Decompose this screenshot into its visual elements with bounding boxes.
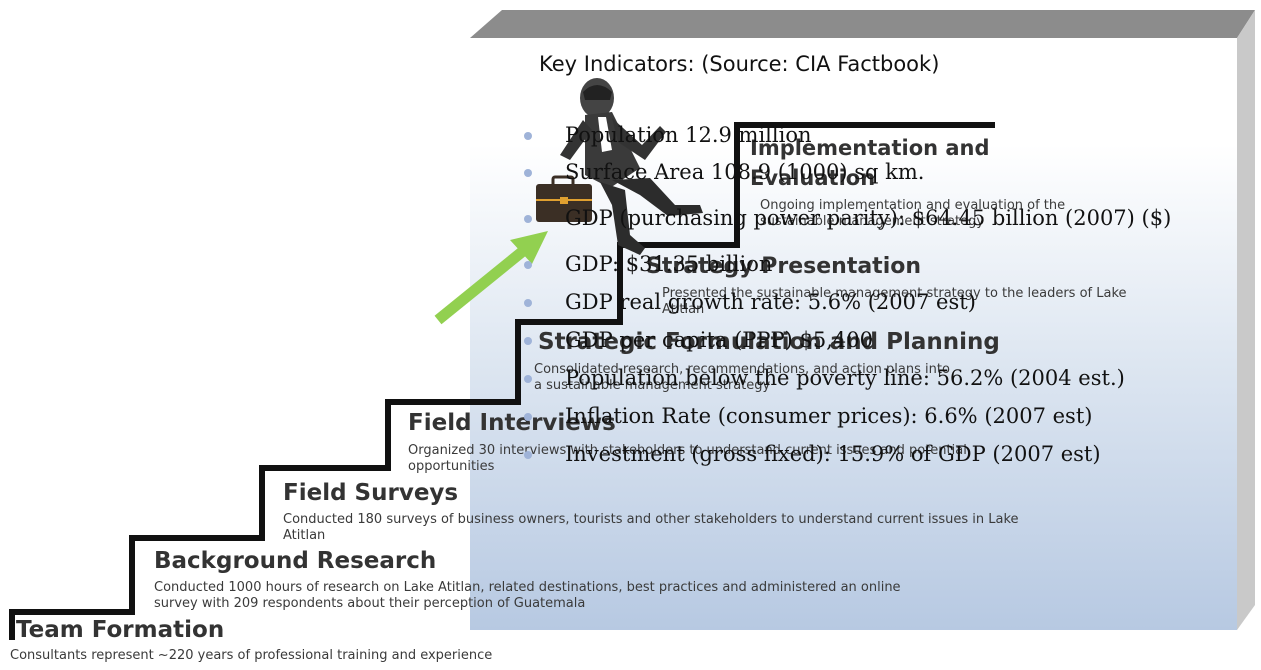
step-title-strategy-presentation: Strategy Presentation xyxy=(646,254,922,279)
bullet-icon xyxy=(524,375,532,383)
step-title-field-interviews: Field Interviews xyxy=(408,410,616,436)
step-desc-strategic-formulation: Consolidated research, recommendations, … xyxy=(534,362,950,393)
step-title-field-surveys: Field Surveys xyxy=(283,480,459,506)
indicator-item: Population below the poverty line: 56.2%… xyxy=(520,361,1235,395)
step-desc-implementation: Ongoing implementation and evaluation of… xyxy=(760,198,1066,229)
indicator-item: GDP real growth rate: 5.6% (2007 est) xyxy=(520,285,1235,319)
bullet-icon xyxy=(524,299,532,307)
indicator-item: GDP: $31.35 billion xyxy=(520,247,1235,281)
step-desc-team-formation: Consultants represent ~220 years of prof… xyxy=(10,648,493,663)
step-title-strategic-formulation: Strategic Formulation and Planning xyxy=(538,329,1000,355)
bullet-icon xyxy=(524,215,532,223)
indicator-item: Investment (gross fixed): 15.9% of GDP (… xyxy=(520,437,1235,471)
step-title-team-formation: Team Formation xyxy=(16,617,225,643)
step-desc-strategy-presentation: Presented the sustainable management str… xyxy=(662,286,1127,317)
indicator-item: Inflation Rate (consumer prices): 6.6% (… xyxy=(520,399,1235,433)
briefcase-icon xyxy=(536,175,592,222)
bullet-icon xyxy=(524,413,532,421)
indicator-item: GDP (purchasing power parity): $64.45 bi… xyxy=(520,201,1235,235)
bullet-icon xyxy=(524,169,532,177)
bullet-icon xyxy=(524,451,532,459)
step-title-implementation: Implementation and Evaluation xyxy=(750,136,990,190)
businessman-climbing-icon xyxy=(560,78,703,255)
bullet-icon xyxy=(524,337,532,345)
indicator-item: Surface Area 108.9 (1000) sq km. xyxy=(520,155,1235,189)
box-title: Key Indicators: (Source: CIA Factbook) xyxy=(539,52,940,76)
bullet-icon xyxy=(524,261,532,269)
step-desc-field-surveys: Conducted 180 surveys of business owners… xyxy=(283,512,1019,543)
step-desc-field-interviews: Organized 30 interviews with stakeholder… xyxy=(408,443,967,474)
up-arrow-icon xyxy=(434,231,548,325)
bullet-icon xyxy=(524,132,532,140)
indicator-item: GDP per capita (PPP) $5,400 xyxy=(520,323,1235,357)
step-desc-background-research: Conducted 1000 hours of research on Lake… xyxy=(154,580,901,611)
step-title-background-research: Background Research xyxy=(154,548,437,574)
indicator-list: Population 12.9 million Surface Area 108… xyxy=(520,118,1235,471)
indicator-item: Population 12.9 million xyxy=(520,118,1235,152)
